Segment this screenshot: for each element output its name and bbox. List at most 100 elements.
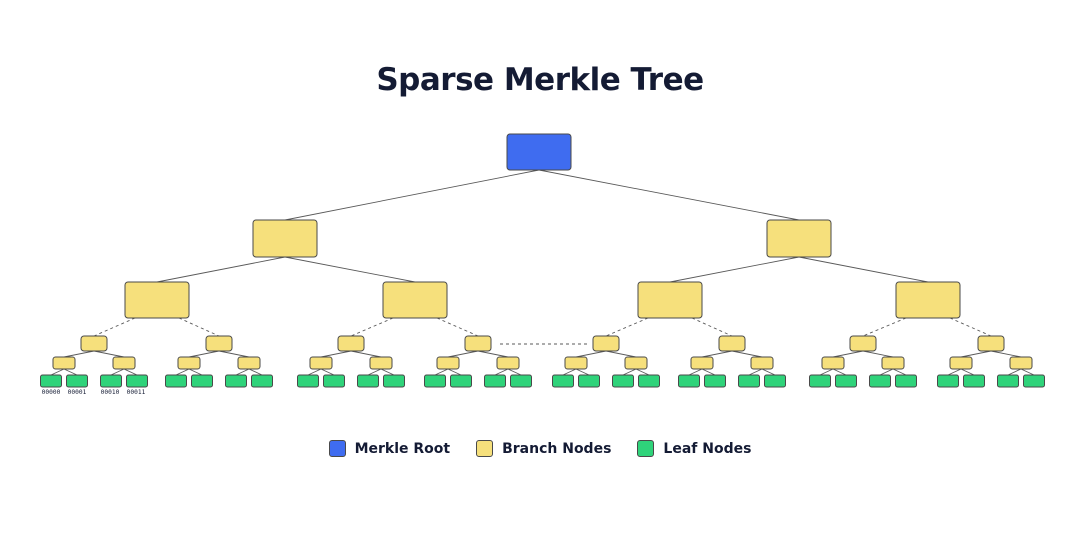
branch-node: [881, 356, 905, 370]
tree-edge: [622, 368, 637, 376]
tree-edge: [862, 350, 894, 358]
tree-edge: [367, 368, 382, 376]
leaf-node: [738, 374, 760, 388]
tree-edge: [123, 368, 138, 376]
tree-edge: [669, 256, 800, 283]
leaf-node: [1023, 374, 1045, 388]
branch-node: [564, 356, 588, 370]
leaf-node: [612, 374, 634, 388]
tree-edge: [284, 256, 416, 283]
tree-edge: [248, 368, 263, 376]
diagram-title: Sparse Merkle Tree: [376, 62, 704, 98]
leaf-node: [997, 374, 1019, 388]
branch-node: [382, 281, 448, 319]
tree-edge: [575, 350, 607, 358]
leaf-node: [963, 374, 985, 388]
tree-edge: [188, 368, 203, 376]
branch-node: [690, 356, 714, 370]
tree-edge: [960, 350, 992, 358]
leaf-node: [40, 374, 62, 388]
branch-node: [1009, 356, 1033, 370]
tree-edge: [731, 350, 763, 358]
tree-edge: [892, 368, 907, 376]
branch-node: [52, 356, 76, 370]
legend: Merkle Root Branch Nodes Leaf Nodes: [0, 440, 1080, 457]
tree-edge: [93, 317, 136, 337]
leaf-node: [297, 374, 319, 388]
merkle-root-node: [506, 133, 572, 171]
tree-edge: [494, 368, 509, 376]
branch-node: [637, 281, 703, 319]
leaf-key-label: 00000: [42, 389, 61, 396]
legend-swatch-branch: [476, 440, 494, 457]
legend-swatch-leaf: [637, 440, 655, 457]
branch-node: [821, 356, 845, 370]
tree-edge: [832, 368, 847, 376]
tree-edge: [178, 317, 220, 337]
branch-node: [496, 356, 520, 370]
tree-edge: [507, 368, 522, 376]
leaf-node: [510, 374, 532, 388]
leaf-node: [165, 374, 187, 388]
legend-item-branch: Branch Nodes: [476, 440, 611, 457]
branch-node: [309, 356, 333, 370]
tree-edge: [879, 368, 894, 376]
branch-node: [977, 335, 1005, 352]
branch-node: [337, 335, 365, 352]
tree-edge: [947, 368, 962, 376]
tree-edge: [605, 317, 649, 337]
tree-edge: [798, 256, 929, 283]
branch-node: [464, 335, 492, 352]
tree-edge: [761, 368, 776, 376]
leaf-key-label: 00001: [68, 389, 87, 396]
leaf-node: [323, 374, 345, 388]
tree-edge: [832, 350, 864, 358]
tree-edge: [949, 317, 992, 337]
tree-edge: [320, 350, 352, 358]
tree-edge: [307, 368, 322, 376]
tree-edge: [436, 317, 479, 337]
leaf-node: [191, 374, 213, 388]
tree-edge: [748, 368, 763, 376]
legend-label-root: Merkle Root: [354, 440, 451, 457]
tree-edge: [350, 350, 382, 358]
branch-node: [252, 219, 318, 258]
tree-edge: [688, 368, 703, 376]
legend-label-leaf: Leaf Nodes: [663, 440, 752, 457]
tree-edge: [218, 350, 250, 358]
tree-edge: [575, 368, 590, 376]
branch-node: [592, 335, 620, 352]
branch-node: [237, 356, 261, 370]
tree-edge: [320, 368, 335, 376]
branch-node: [112, 356, 136, 370]
tree-edge: [990, 350, 1022, 358]
branch-node: [369, 356, 393, 370]
tree-edge: [63, 368, 78, 376]
tree-edge: [434, 368, 449, 376]
leaf-node: [638, 374, 660, 388]
tree-edge: [701, 368, 716, 376]
leaf-node: [869, 374, 891, 388]
tree-edge: [562, 368, 577, 376]
tree-edge: [477, 350, 509, 358]
leaf-node: [424, 374, 446, 388]
branch-node: [750, 356, 774, 370]
leaf-node: [126, 374, 148, 388]
tree-edge: [110, 368, 125, 376]
branch-node: [436, 356, 460, 370]
leaf-node: [383, 374, 405, 388]
leaf-node: [937, 374, 959, 388]
branch-node: [624, 356, 648, 370]
tree-edge: [1020, 368, 1035, 376]
leaf-node: [678, 374, 700, 388]
leaf-key-label: 00011: [127, 389, 146, 396]
leaf-node: [450, 374, 472, 388]
leaf-node: [895, 374, 917, 388]
tree-edge: [960, 368, 975, 376]
tree-edge: [605, 350, 637, 358]
tree-edge: [93, 350, 125, 358]
tree-edge: [819, 368, 834, 376]
tree-edge: [538, 169, 800, 221]
